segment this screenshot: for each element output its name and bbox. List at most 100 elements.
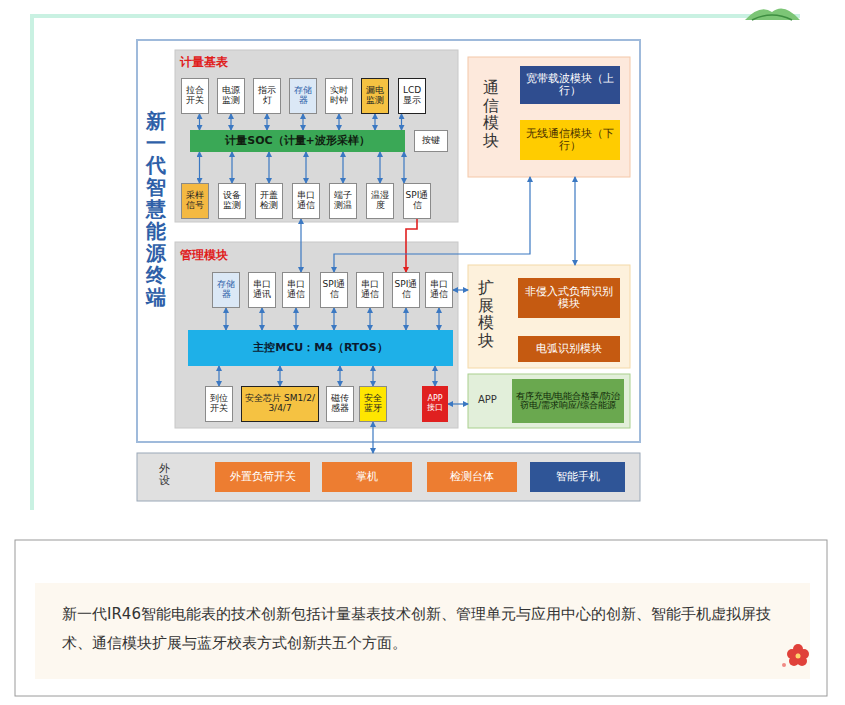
frame-stripe [30,14,34,510]
module-box: 拉合开关 [181,78,209,114]
connector [405,308,406,330]
app-panel: APP 有序充电/电能合格率/防治窃电/需求响应/综合能源 [468,374,630,428]
extension-panel-ground [468,265,630,368]
caption-frame [15,540,827,696]
box-label: 端子测温 [331,191,355,211]
app-panel-ground [468,374,630,428]
connector [342,152,343,183]
module-box: 指示灯 [253,78,281,114]
comm-module-box: 宽带载波模块（上行） [520,66,620,104]
module-box: 温湿度 [366,183,394,219]
box-label: 拉合开关 [183,86,207,106]
region-heading: 计量基表 [180,54,228,71]
box-label: 实时时钟 [327,86,351,106]
box-label: APP接口 [424,395,446,413]
comm-panel-ground [468,57,630,177]
connector [300,219,301,272]
box-label: 存储器 [291,86,315,106]
mcu-bar: 主控MCU：M4（RTOS） [188,330,453,366]
connector [339,366,340,386]
box-label: 串口通信 [294,191,318,211]
box-label: 串口通信 [427,280,451,300]
connector [266,114,267,130]
flower-icon [782,644,809,667]
module-box: 设备监测 [218,183,246,219]
box-label: 主控MCU：M4（RTOS） [253,342,387,354]
key-box: 按键 [414,130,448,152]
peripheral-band: 外设外置负荷开关掌机检测台体智能手机 [137,453,640,501]
connector [231,152,232,183]
box-label: 检测台体 [450,471,494,483]
connector [334,177,530,272]
box-label: 非侵入式负荷识别模块 [520,286,618,310]
box-label: SPI通信 [405,191,429,211]
box-label: 指示灯 [255,86,279,106]
module-box: 串口通信 [356,272,384,308]
connector [338,114,339,130]
app-function-box: 有序充电/电能合格率/防治窃电/需求响应/综合能源 [512,379,624,423]
module-box: 串口通讯 [248,272,276,308]
box-label: LCD显示 [400,86,424,106]
module-box: SPI通信 [403,183,431,219]
module-box: 串口通信 [425,272,453,308]
connector [401,114,402,130]
caption-text: 新一代IR46智能电能表的技术创新包括计量基表技术创新、管理单元与应用中心的创新… [62,600,792,657]
box-label: 磁传感器 [328,394,352,414]
terminal-frame: 新一代智慧能源终端计量基表拉合开关电源监测指示灯存储器实时时钟漏电监测LCD显示… [137,40,640,442]
box-label: 掌机 [356,471,378,483]
connector [574,177,575,265]
box-label: SPI通信 [394,280,418,300]
management-region: 管理模块存储器串口通讯串口通信SPI通信串口通信SPI通信串口通信主控MCU：M… [175,242,458,428]
module-box: LCD显示 [398,78,426,114]
box-label: 串口通信 [284,280,308,300]
region-heading: APP [478,394,497,405]
box-label: 温湿度 [368,191,392,211]
module-box: SPI通信 [392,272,420,308]
box-label: 采样信号 [183,191,207,211]
extension-module-box: 非侵入式负荷识别模块 [518,278,620,318]
management-region-ground [175,242,458,428]
module-box: 电源监测 [217,78,245,114]
region-heading: 管理模块 [180,247,228,264]
box-label: 电弧识别模块 [536,343,602,355]
module-box: 安全芯片 SM1/2/3/4/7 [241,386,319,422]
vertical-heading: 通信模块 [483,79,499,149]
connector [438,308,439,330]
terminal-frame-ground [137,40,640,442]
connector [453,289,468,290]
connector [268,152,269,183]
box-label: 开盖检测 [257,191,281,211]
box-label: 漏电监测 [363,86,387,106]
metering-region-ground [175,50,458,222]
connector [230,114,231,130]
box-label: 按键 [422,136,440,146]
module-box: 漏电监测 [361,78,389,114]
connector [279,366,280,386]
extension-panel: 扩展模块非侵入式负荷识别模块电弧识别模块 [468,265,630,368]
module-box: 串口通信 [282,272,310,308]
module-box: 端子测温 [329,183,357,219]
connector [295,308,296,330]
peripheral-box: 智能手机 [530,462,625,492]
connector [261,308,262,330]
box-label: 电源监测 [219,86,243,106]
box-label: 安全芯片 SM1/2/3/4/7 [243,394,317,414]
connector [372,366,373,386]
module-box: APP接口 [422,386,448,422]
connector [199,152,200,183]
module-box: 采样信号 [181,183,209,219]
module-box: 安全蓝牙 [359,386,387,422]
connector [305,152,306,183]
leaf-icon [745,8,800,20]
module-box: 实时时钟 [325,78,353,114]
connector [434,366,435,386]
module-box: 到位开关 [205,386,233,422]
connector [374,114,375,130]
vertical-heading: 新一代智慧能源终端 [146,110,166,308]
connector [333,308,334,330]
connector [302,114,303,130]
box-label: 设备监测 [220,191,244,211]
module-box: 存储器 [212,272,240,308]
peripheral-band-ground [137,453,640,501]
vertical-heading: 外设 [159,463,170,487]
